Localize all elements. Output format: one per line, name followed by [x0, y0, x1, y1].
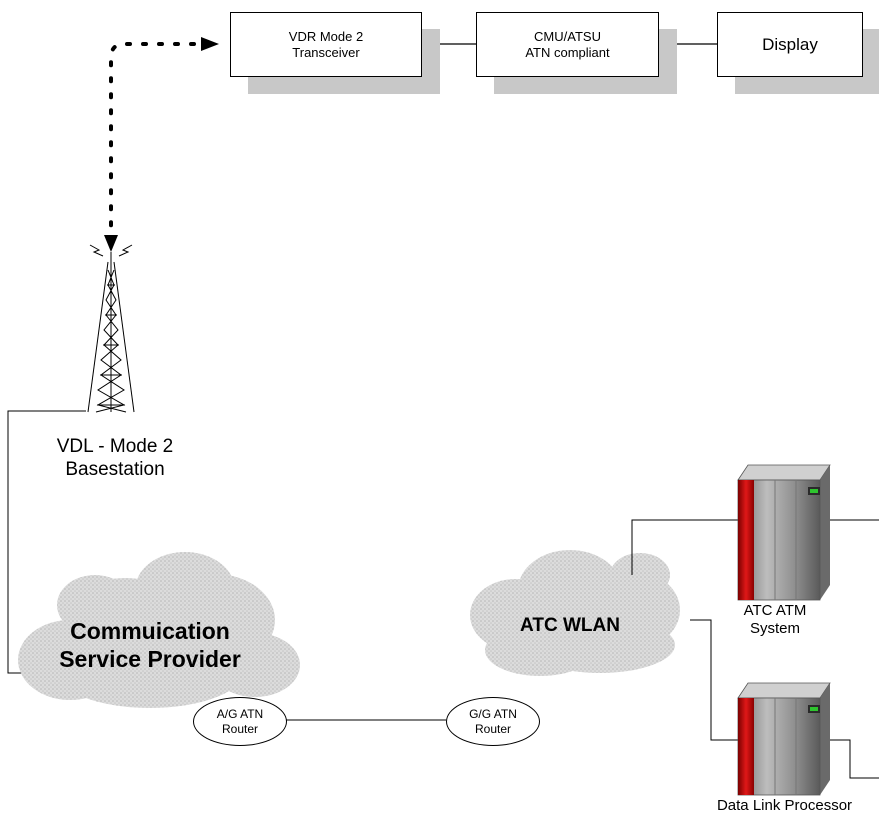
display-box: Display: [717, 12, 863, 77]
transceiver-line-1: VDR Mode 2: [288, 28, 364, 44]
csp-cloud-label: Commuication Service Provider: [30, 618, 270, 673]
atc-wlan-label: ATC WLAN: [500, 615, 640, 638]
ag-router-line-2: Router: [221, 721, 259, 736]
link-atc-dlp: [690, 619, 755, 741]
arrowhead-right: [201, 37, 219, 51]
radio-dotted-path: [109, 42, 212, 234]
link-atc-atm: [631, 519, 760, 575]
antenna-tower-icon: [87, 244, 135, 413]
atm-system-label: ATC ATM System: [720, 602, 830, 638]
dlp-label: Data Link Processor: [690, 797, 879, 815]
gg-atn-router: G/G ATN Router: [446, 697, 540, 746]
csp-cloud-icon: [18, 552, 300, 708]
csp-line-2: Service Provider: [59, 645, 241, 672]
ag-atn-router: A/G ATN Router: [193, 697, 287, 746]
cmu-line-2: ATN compliant: [525, 44, 610, 60]
atc-cloud-icon: [470, 550, 680, 676]
csp-line-1: Commuication: [70, 618, 230, 644]
gg-router-line-2: Router: [474, 721, 512, 736]
ag-router-line-1: A/G ATN: [216, 706, 264, 721]
arrowhead-down: [104, 235, 118, 252]
link-basestation-csp: [7, 410, 86, 674]
dlp-server-icon: [737, 682, 831, 796]
display-label: Display: [762, 34, 818, 54]
transceiver-line-2: Transceiver: [292, 44, 360, 60]
atm-server-icon: [737, 464, 831, 601]
cmu-line-1: CMU/ATSU: [534, 28, 601, 44]
basestation-line-1: VDL - Mode 2: [56, 436, 174, 457]
dlp-text: Data Link Processor: [716, 797, 853, 814]
basestation-line-2: Basestation: [65, 458, 165, 480]
link-dlp-offscreen: [830, 739, 879, 779]
atc-wlan-text: ATC WLAN: [520, 615, 620, 636]
vdr-transceiver-box: VDR Mode 2 Transceiver: [230, 12, 422, 77]
basestation-label: VDL - Mode 2 Basestation: [20, 436, 210, 482]
cmu-atsu-box: CMU/ATSU ATN compliant: [476, 12, 659, 77]
atm-line-1: ATC ATM: [743, 602, 807, 619]
gg-router-line-1: G/G ATN: [469, 706, 517, 721]
atm-line-2: System: [749, 620, 800, 637]
